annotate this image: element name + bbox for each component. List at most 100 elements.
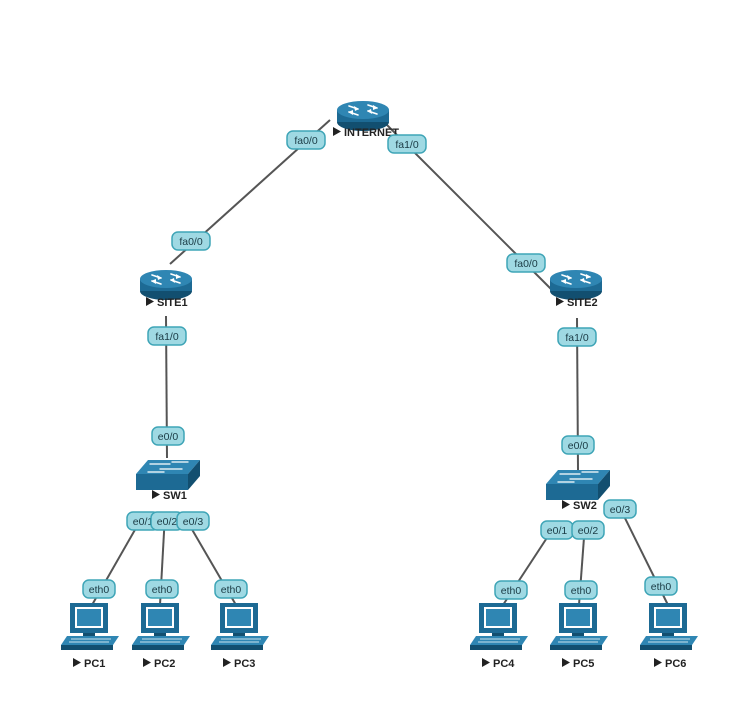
router-arrowheads — [561, 274, 591, 284]
port-pc6-eth0: eth0 — [644, 576, 678, 596]
switch-arrows — [557, 471, 599, 483]
node-label-site2: SITE2 — [567, 297, 598, 309]
port-pc3-eth0: eth0 — [214, 579, 248, 599]
expand-triangle-icon[interactable] — [146, 297, 154, 306]
node-sw1[interactable]: SW1 — [136, 460, 200, 502]
node-pc5[interactable]: PC5 — [550, 603, 608, 670]
port-sw1-e0-3: e0/3 — [176, 511, 210, 531]
node-internet[interactable]: INTERNET — [333, 101, 399, 139]
port-site1-fa0-0: fa0/0 — [171, 231, 211, 251]
node-label-pc4: PC4 — [493, 658, 515, 670]
port-label: fa1/0 — [395, 139, 419, 151]
pc-stand — [572, 633, 584, 636]
switch-front — [546, 484, 598, 500]
node-label-internet: INTERNET — [344, 127, 399, 139]
port-label: e0/3 — [610, 504, 631, 516]
node-label-pc2: PC2 — [154, 658, 175, 670]
port-site2-fa1-0: fa1/0 — [557, 327, 597, 347]
port-badge-bg — [151, 426, 185, 446]
pc-keyboard-front — [132, 645, 184, 650]
node-label-pc5: PC5 — [573, 658, 594, 670]
port-badge-bg — [387, 134, 427, 154]
port-site2-fa0-0: fa0/0 — [506, 253, 546, 273]
pc-keyboard-front — [211, 645, 263, 650]
port-badge-bg — [571, 520, 605, 540]
port-label: fa1/0 — [565, 332, 589, 344]
node-site1[interactable]: SITE1 — [140, 270, 192, 309]
port-label: e0/1 — [547, 525, 568, 537]
router-top — [337, 101, 389, 119]
port-pc1-eth0: eth0 — [82, 579, 116, 599]
expand-triangle-icon[interactable] — [556, 297, 564, 306]
node-pc2[interactable]: PC2 — [132, 603, 190, 670]
router-arrowheads — [151, 274, 181, 284]
expand-triangle-icon[interactable] — [562, 658, 570, 667]
pc-screen-glow — [566, 609, 590, 626]
port-label: fa0/0 — [514, 258, 538, 270]
pc-screen-glow — [148, 609, 172, 626]
port-label: eth0 — [152, 584, 173, 596]
pc-stand — [662, 633, 674, 636]
switch-front — [136, 474, 188, 490]
pc-keys — [648, 638, 690, 643]
pc-stand — [154, 633, 166, 636]
node-label-pc3: PC3 — [234, 658, 255, 670]
pc-keyboard-top — [211, 636, 269, 645]
port-label: e0/2 — [578, 525, 599, 537]
port-internet-fa0-0: fa0/0 — [286, 130, 326, 150]
pc-screen-glow — [486, 609, 510, 626]
port-badge-bg — [171, 231, 211, 251]
port-badge-bg — [644, 576, 678, 596]
node-sw2[interactable]: SW2 — [546, 470, 610, 512]
node-site2[interactable]: SITE2 — [550, 270, 602, 309]
pc-keyboard-top — [470, 636, 528, 645]
port-pc5-eth0: eth0 — [564, 580, 598, 600]
port-badge-bg — [176, 511, 210, 531]
expand-triangle-icon[interactable] — [152, 490, 160, 499]
node-label-pc6: PC6 — [665, 658, 686, 670]
expand-triangle-icon[interactable] — [333, 127, 341, 136]
port-pc4-eth0: eth0 — [494, 580, 528, 600]
expand-triangle-icon[interactable] — [654, 658, 662, 667]
pc-screen-glow — [656, 609, 680, 626]
node-pc3[interactable]: PC3 — [211, 603, 269, 670]
expand-triangle-icon[interactable] — [143, 658, 151, 667]
pc-keys — [558, 638, 600, 643]
pc-keyboard-top — [61, 636, 119, 645]
pc-keys — [219, 638, 261, 643]
node-pc4[interactable]: PC4 — [470, 603, 528, 670]
port-internet-fa1-0: fa1/0 — [387, 134, 427, 154]
pc-keys — [69, 638, 111, 643]
router-top — [140, 270, 192, 288]
pc-keyboard-front — [61, 645, 113, 650]
expand-triangle-icon[interactable] — [562, 500, 570, 509]
pc-screen-glow — [77, 609, 101, 626]
node-pc6[interactable]: PC6 — [640, 603, 698, 670]
expand-triangle-icon[interactable] — [73, 658, 81, 667]
node-label-site1: SITE1 — [157, 297, 188, 309]
port-label: fa0/0 — [179, 236, 203, 248]
port-badge-bg — [603, 499, 637, 519]
pc-keyboard-top — [640, 636, 698, 645]
port-badge-bg — [494, 580, 528, 600]
pc-keys — [140, 638, 182, 643]
router-arrowheads — [348, 105, 378, 115]
node-label-sw1: SW1 — [163, 490, 187, 502]
port-badge-bg — [145, 579, 179, 599]
port-label: e0/2 — [157, 516, 178, 528]
port-label: eth0 — [221, 584, 242, 596]
router-top — [550, 270, 602, 288]
expand-triangle-icon[interactable] — [482, 658, 490, 667]
node-pc1[interactable]: PC1 — [61, 603, 119, 670]
port-pc2-eth0: eth0 — [145, 579, 179, 599]
port-label: e0/0 — [568, 440, 589, 452]
expand-triangle-icon[interactable] — [223, 658, 231, 667]
switch-arrows — [147, 461, 189, 473]
port-badge-bg — [564, 580, 598, 600]
switch-side — [188, 460, 200, 490]
port-badge-bg — [557, 327, 597, 347]
switch-side — [598, 470, 610, 500]
port-sw1-e0-0: e0/0 — [151, 426, 185, 446]
port-label: eth0 — [501, 585, 522, 597]
